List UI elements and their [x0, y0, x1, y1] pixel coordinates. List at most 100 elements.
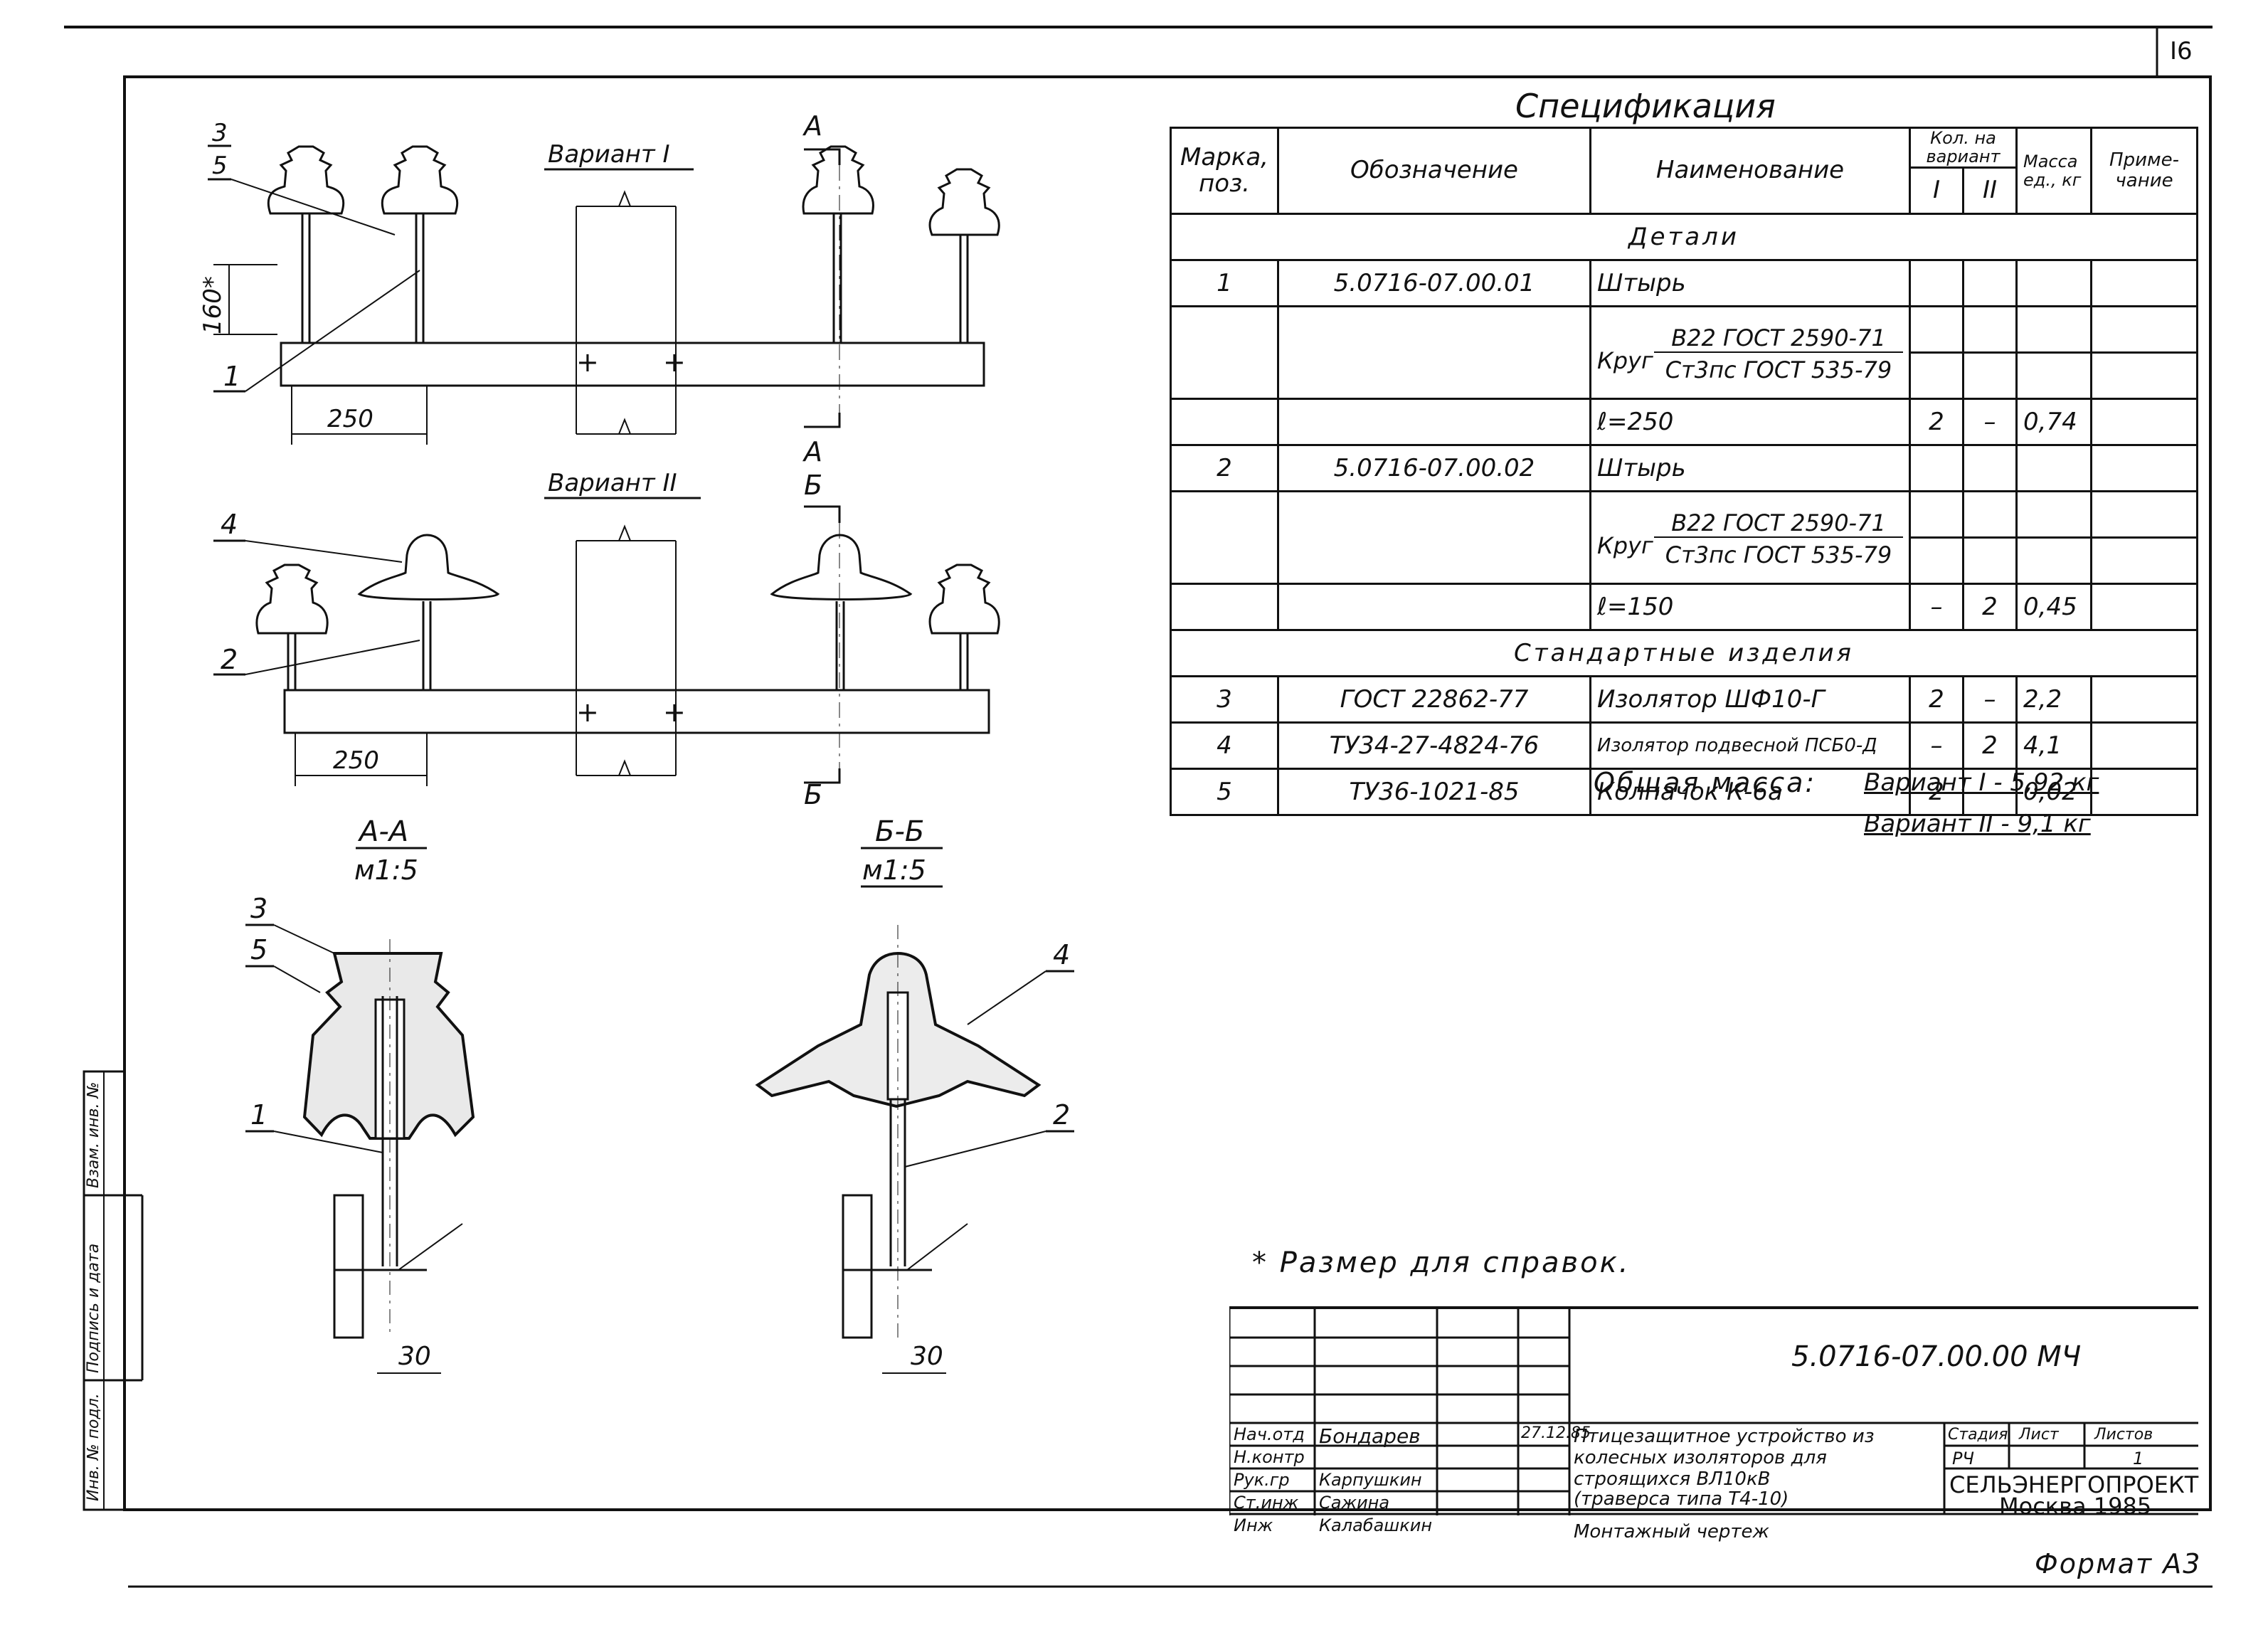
callout-5: 5 [212, 152, 228, 180]
spec-table: Марка, поз. Обозначение Наименование Кол… [1170, 127, 2198, 816]
cell-q2: 2 [1962, 582, 2018, 631]
cell-top: В22 ГОСТ 2590-71 [1654, 325, 1903, 354]
side-stamp-replace: Взам. инв. № [85, 1082, 102, 1188]
cell-bottom: Ст3пс ГОСТ 535-79 [1665, 541, 1892, 569]
section-standard: Стандартные изделия [1170, 628, 2198, 677]
col-qty-1: I [1909, 166, 1964, 215]
tb-role: Ст.инж [1234, 1493, 1299, 1513]
total-mass-label: Общая масса: [1594, 767, 1817, 798]
tb-desc-4: (траверса типа Т4-10) [1574, 1488, 1789, 1510]
table-row: 3 ГОСТ 22862-77 Изолятор ШФ10-Г 2 – 2,2 [1170, 674, 2198, 724]
col-designation: Обозначение [1277, 127, 1591, 215]
callout-2-v2: 2 [221, 644, 238, 675]
cell-name-fraction: Круг В22 ГОСТ 2590-71 Ст3пс ГОСТ 535-79 [1589, 305, 1911, 400]
tb-name: Бондарев [1319, 1424, 1421, 1448]
table-row: Круг В22 ГОСТ 2590-71 Ст3пс ГОСТ 535-79 [1170, 305, 2198, 400]
table-row: 5 ТУ36-1021-85 Колпачок К-6а 2 – 0,02 [1170, 767, 2198, 816]
table-row: ℓ=150 – 2 0,45 [1170, 582, 2198, 631]
callout-5-aa: 5 [250, 934, 267, 965]
section-details: Детали [1170, 212, 2198, 261]
section-aa-scale: м1:5 [354, 854, 418, 886]
cell-name: ℓ=250 [1589, 397, 1911, 446]
cell-top: В22 ГОСТ 2590-71 [1654, 510, 1903, 539]
dim-160: 160* [198, 276, 227, 334]
section-b-top: Б [804, 470, 822, 501]
section-b-bottom: Б [804, 779, 822, 810]
variant2-view: Вариант II 4 + + 2 250 Б Б [213, 469, 1000, 810]
tb-role: Нач.отд [1234, 1424, 1305, 1444]
cell-mass: 2,2 [2015, 674, 2092, 724]
cell-mass: 0,02 [2015, 767, 2092, 816]
cell-q1: – [1909, 721, 1964, 770]
col-name: Наименование [1589, 127, 1911, 215]
cell-mass: 0,45 [2015, 582, 2092, 631]
col-mass: Масса ед., кг [2015, 127, 2092, 215]
dim-30-aa: 30 [398, 1342, 431, 1371]
cell-pos: 1 [1170, 258, 1279, 307]
cell-name: Штырь [1589, 443, 1911, 492]
dim-30-bb: 30 [911, 1342, 943, 1371]
cell-name: ℓ=150 [1589, 582, 1911, 631]
spec-header-row: Марка, поз. Обозначение Наименование Кол… [1170, 127, 2198, 215]
section-a-top: А [802, 110, 822, 142]
tb-role: Н.контр [1234, 1447, 1305, 1467]
cell-pos: 3 [1170, 674, 1279, 724]
cell-q2: 2 [1962, 721, 2018, 770]
tb-desc-1: Птицезащитное устройство из [1574, 1426, 1875, 1447]
section-bb-title: Б-Б [875, 815, 924, 848]
title-block: 5.0716-07.00.00 МЧ Нач.отд Бондарев 27.1… [1229, 1306, 2199, 1542]
table-row: 2 5.0716-07.00.02 Штырь [1170, 443, 2198, 492]
callout-2-bb: 2 [1053, 1099, 1070, 1131]
cell-q1: 2 [1909, 674, 1964, 724]
col-mark: Марка, поз. [1170, 127, 1279, 215]
cell-pos: 4 [1170, 721, 1279, 770]
cell-name-fraction: Круг В22 ГОСТ 2590-71 Ст3пс ГОСТ 535-79 [1589, 489, 1911, 585]
col-note: Приме- чание [2090, 127, 2198, 215]
section-bb-scale: м1:5 [862, 854, 926, 886]
cell-name: Изолятор ШФ10-Г [1589, 674, 1911, 724]
table-row: 1 5.0716-07.00.01 Штырь [1170, 258, 2198, 307]
callout-3-top: 3 [212, 119, 228, 147]
tb-desc-2: колесных изоляторов для [1574, 1447, 1827, 1468]
spec-title: Спецификация [1515, 87, 1776, 125]
table-row: ℓ=250 2 – 0,74 [1170, 397, 2198, 446]
svg-text:+: + [663, 346, 686, 378]
table-row: Круг В22 ГОСТ 2590-71 Ст3пс ГОСТ 535-79 [1170, 489, 2198, 585]
cell-mass: 0,74 [2015, 397, 2092, 446]
cell-q1: – [1909, 582, 1964, 631]
variant2-title: Вариант II [548, 469, 677, 497]
cell-pos: 2 [1170, 443, 1279, 492]
svg-text:+: + [576, 346, 599, 378]
tb-name: Сажина [1319, 1493, 1390, 1513]
section-bb-view: Б-Б м1:5 4 2 30 [755, 815, 1074, 1374]
variant1-view: Вариант I 3 5 + + 160* [198, 110, 1000, 467]
title-block-grid [1229, 1309, 2198, 1515]
tb-name: Карпушкин [1319, 1470, 1422, 1490]
table-row: 4 ТУ34-27-4824-76 Изолятор подвесной ПСБ… [1170, 721, 2198, 770]
callout-3-aa: 3 [250, 893, 267, 924]
cell-q2: – [1962, 767, 2018, 816]
cell-name: Штырь [1589, 258, 1911, 307]
tb-desc-5: Монтажный чертеж [1574, 1521, 1769, 1542]
callout-4-bb: 4 [1053, 939, 1070, 970]
total-mass-v1: Вариант I - 5,92 кг [1864, 768, 2099, 797]
cell-bottom: Ст3пс ГОСТ 535-79 [1665, 356, 1892, 384]
cell-q1: 2 [1909, 767, 1964, 816]
tb-date: 27.12.85 [1521, 1424, 1591, 1442]
tb-org: СЕЛЬЭНЕРГОПРОЕКТ [1949, 1471, 2199, 1498]
col-qty: Кол. на вариант [1909, 127, 2018, 169]
tb-role: Инж [1234, 1515, 1273, 1535]
tb-role: Рук.гр [1234, 1470, 1290, 1490]
section-aa-view: А-А м1:5 3 5 1 30 [245, 815, 475, 1374]
side-stamp: Инв. № подл. Подпись и дата Взам. инв. № [83, 1070, 144, 1511]
tb-sheet-label: Лист [2019, 1426, 2059, 1444]
variant1-title: Вариант I [548, 140, 670, 169]
tb-sheets-label: Листов [2094, 1426, 2153, 1444]
doc-code: 5.0716-07.00.00 МЧ [1791, 1340, 2082, 1373]
cell-q2: – [1962, 397, 2018, 446]
reference-note: * Размер для справок. [1252, 1246, 1631, 1279]
sheet-number: I6 [2170, 37, 2193, 65]
cell-mass: 4,1 [2015, 721, 2092, 770]
svg-text:+: + [663, 697, 686, 728]
